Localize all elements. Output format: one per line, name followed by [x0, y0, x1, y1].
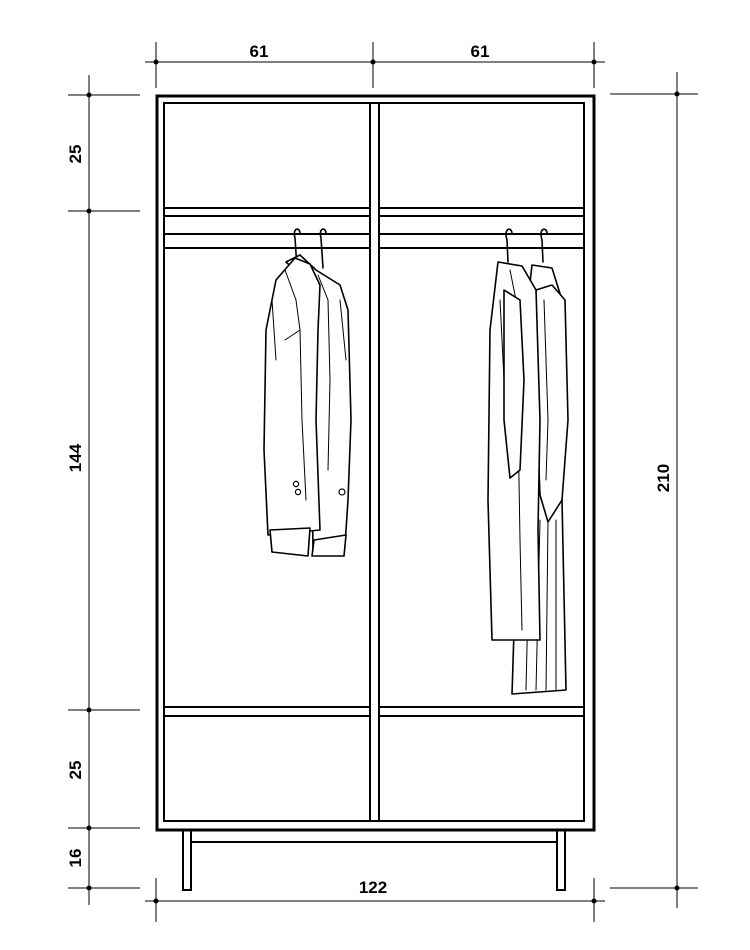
dim-bottom-drawer-height: 25	[66, 761, 85, 780]
dim-top-shelf-height: 25	[66, 145, 85, 164]
dim-top-right-width: 61	[471, 42, 490, 61]
dim-total-height: 210	[654, 464, 673, 492]
dim-top-left-width: 61	[250, 42, 269, 61]
wardrobe-legs	[182, 829, 566, 891]
wardrobe-cabinet	[155, 94, 596, 832]
dim-leg-height: 16	[66, 849, 85, 868]
dim-total-width: 122	[359, 878, 387, 897]
right-height-dimension: 210	[610, 72, 698, 908]
left-height-dimension: 25 144 25 16	[66, 75, 140, 905]
dim-hanging-height: 144	[66, 443, 85, 472]
coats-right-icon	[487, 228, 569, 695]
bottom-width-dimension: 122	[145, 878, 605, 922]
jackets-left-icon	[263, 228, 352, 557]
top-width-dimension: 61 61	[145, 42, 605, 88]
